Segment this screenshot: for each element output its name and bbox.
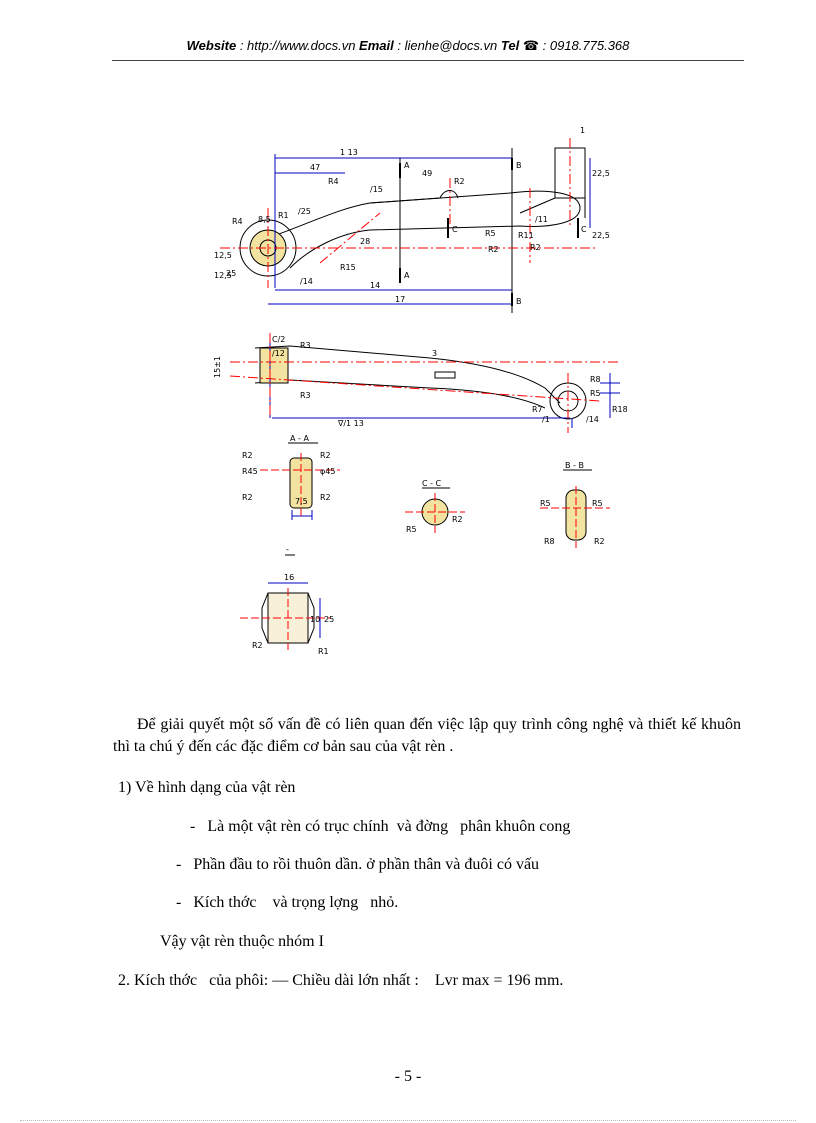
dim-label: R2 — [320, 493, 331, 502]
dim-label: R18 — [612, 405, 628, 414]
dim-label: R2 — [452, 515, 463, 524]
dim-label: 17 — [395, 295, 405, 304]
dim-label: 12,5 — [214, 271, 232, 280]
dim-label: 49 — [422, 169, 432, 178]
dim-label: /14 — [300, 277, 313, 286]
dim-label: 16 — [284, 573, 294, 582]
technical-drawing: 1 13 47 R4 /15 49 R2 /25 R4 8,5 R1 12,5 … — [213, 126, 628, 656]
footer-rule — [20, 1120, 796, 1121]
dim-label: 25 — [226, 269, 236, 278]
dim-label: R45 — [242, 467, 258, 476]
dim-label: R3 — [300, 391, 311, 400]
side-view — [254, 338, 620, 428]
dim-label: ∇/1 13 — [337, 419, 364, 428]
bullet-item: - Kích thớc và trọng lợng nhỏ. — [176, 894, 399, 911]
dim-label: R5 — [406, 525, 417, 534]
email-label: Email — [359, 38, 394, 53]
section-b-b — [563, 469, 592, 541]
section-mark: C — [581, 225, 587, 234]
dim-label: R2 — [530, 243, 541, 252]
dim-label: R2 — [242, 493, 253, 502]
section-mark: B — [516, 161, 522, 170]
dim-label: 14 — [370, 281, 380, 290]
dim-label: 28 — [360, 237, 370, 246]
section-heading-size: 2. Kích thớc của phôi: — Chiều dài lớn n… — [118, 972, 564, 989]
section-title: - — [286, 545, 289, 554]
dim-label: R5 — [540, 499, 551, 508]
website-value: : http://www.docs.vn — [236, 38, 360, 53]
dim-label: 22,5 — [592, 169, 610, 178]
header-rule — [112, 60, 744, 61]
dim-label: /1 — [542, 415, 550, 424]
dim-label: 47 — [310, 163, 320, 172]
dim-label: R1 — [318, 647, 329, 656]
dim-label: 1 — [580, 126, 585, 135]
dim-label: 10 — [310, 615, 320, 624]
dim-label: R7 — [532, 405, 543, 414]
dim-label: 22,5 — [592, 231, 610, 240]
bullet-item: - Là một vật rèn có trục chính và đờng p… — [190, 818, 571, 835]
website-label: Website — [186, 38, 237, 53]
dim-label: 15±1 — [213, 356, 222, 378]
dim-label: /14 — [586, 415, 599, 424]
bullet-item: - Phần đầu to rồi thuôn dần. ở phần thân… — [176, 856, 540, 873]
section-mark: A — [404, 161, 410, 170]
dim-label: R5 — [590, 389, 601, 398]
dim-label: 3 — [432, 349, 437, 358]
dim-label: /11 — [535, 215, 548, 224]
section-mark: A — [404, 271, 410, 280]
dim-label: R2 — [320, 451, 331, 460]
dim-label: R4 — [232, 217, 243, 226]
dim-label: R8 — [590, 375, 601, 384]
conclusion-line: Vậy vật rèn thuộc nhóm I — [160, 933, 324, 950]
dim-label: R1 — [278, 211, 289, 220]
section-title: B - B — [565, 461, 584, 470]
dim-label: R11 — [518, 231, 534, 240]
dim-label: R5 — [485, 229, 496, 238]
dim-label: /15 — [370, 185, 383, 194]
section-title: C - C — [422, 479, 442, 488]
section-mark: C — [452, 225, 458, 234]
dim-label: R2 — [252, 641, 263, 650]
tel-label: Tel — [500, 38, 520, 53]
page-number: - 5 - — [394, 1068, 422, 1085]
dim-label: R2 — [488, 245, 499, 254]
section-c-c — [421, 487, 450, 526]
phone-icon: ☎ — [522, 38, 540, 53]
section-a-a — [288, 442, 318, 520]
top-view — [239, 147, 591, 313]
dim-label: R2 — [594, 537, 605, 546]
section-title: A - A — [290, 434, 309, 443]
dim-label: R2 — [454, 177, 465, 186]
dim-label: R15 — [340, 263, 356, 272]
dim-label: φ45 — [320, 467, 335, 476]
dim-label: 1 13 — [340, 148, 358, 157]
page-header: Website : http://www.docs.vn Email : lie… — [0, 38, 816, 54]
dim-label: /25 — [298, 207, 311, 216]
dim-label: R5 — [592, 499, 603, 508]
dim-label: R8 — [544, 537, 555, 546]
email-value: : lienhe@docs.vn — [393, 38, 501, 53]
dim-label: 8,5 — [258, 215, 271, 224]
section-mark: B — [516, 297, 522, 306]
dim-label: R3 — [300, 341, 311, 350]
dim-label: 25 — [324, 615, 334, 624]
tel-value: : 0918.775.368 — [539, 38, 630, 53]
dim-label: /12 — [272, 349, 285, 358]
dim-label: R4 — [328, 177, 339, 186]
dim-label: R2 — [242, 451, 253, 460]
section-heading-shape: 1) Về hình dạng của vật rèn — [118, 779, 296, 796]
dim-label: 12,5 — [214, 251, 232, 260]
dim-label: 7,5 — [295, 497, 308, 506]
dim-label: C/2 — [272, 335, 285, 344]
section-extra — [261, 554, 321, 644]
intro-paragraph: Để giải quyết một số vấn đề có liên quan… — [113, 716, 741, 755]
